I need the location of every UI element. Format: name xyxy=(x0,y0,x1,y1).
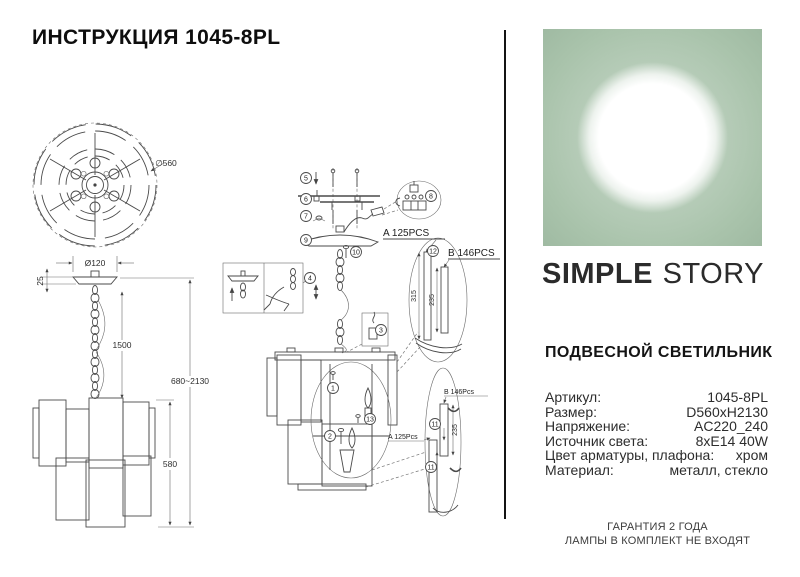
callout-11a: 11 xyxy=(429,418,441,430)
spec-row-material: Материал: металл, стекло xyxy=(545,463,768,478)
spec-row-article: Артикул: 1045-8PL xyxy=(545,390,768,405)
callout-4: 4 xyxy=(304,272,316,284)
spec-value: 1045-8PL xyxy=(707,389,768,405)
spec-label: Размер: xyxy=(545,403,598,420)
top-view-diameter-label: ∅560 xyxy=(155,158,177,168)
callout-7: 7 xyxy=(300,210,312,222)
divider-line xyxy=(504,30,506,519)
rod-b-length-label: 235 xyxy=(429,294,436,306)
callout-13: 13 xyxy=(364,413,376,425)
assembly-diagram: 315 235 A 125PCS B 146PCS B 146Pcs 235 xyxy=(222,168,500,517)
svg-text:11: 11 xyxy=(427,465,434,472)
assembly-chain xyxy=(335,249,349,354)
chain xyxy=(90,285,106,399)
lamp-body xyxy=(32,397,156,528)
spec-value: металл, стекло xyxy=(669,461,768,478)
svg-text:12: 12 xyxy=(429,249,437,256)
rod-b2-length-label: 235 xyxy=(452,424,459,436)
callout-6: 6 xyxy=(300,193,312,205)
callout-2: 2 xyxy=(324,430,336,442)
product-heading: ПОДВЕСНОЙ СВЕТИЛЬНИК xyxy=(545,344,773,361)
lamps-note: ЛАМПЫ В КОМПЛЕКТ НЕ ВХОДЯТ xyxy=(564,534,751,547)
spec-label: Артикул: xyxy=(545,389,602,405)
top-view-drawing: ∅560 xyxy=(32,122,177,248)
spec-row-size: Размер: D560xH2130 xyxy=(545,403,768,420)
footer-notes: ГАРАНТИЯ 2 ГОДА ЛАМПЫ В КОМПЛЕКТ НЕ ВХОД… xyxy=(530,521,785,548)
spec-label: Цвет арматуры, плафона: xyxy=(545,447,715,464)
callout-9: 9 xyxy=(300,234,312,246)
part-b-label: B 146PCS xyxy=(448,248,495,259)
total-height-label: 680~2130 xyxy=(171,376,209,386)
spec-row-light-source: Источник света: 8xE14 40W xyxy=(545,434,768,449)
svg-text:10: 10 xyxy=(352,250,360,257)
callout-10: 10 xyxy=(350,246,362,258)
svg-text:2: 2 xyxy=(328,434,332,441)
brand-name-light: STORY xyxy=(662,258,764,290)
part-b-small-label: B 146Pcs xyxy=(444,389,474,396)
callout-1: 1 xyxy=(327,382,339,394)
part-a-label: A 125PCS xyxy=(383,228,429,239)
brand-name-bold: SIMPLE xyxy=(542,258,653,290)
spec-value: AC220_240 xyxy=(694,418,768,435)
callout-11b: 11 xyxy=(425,461,437,473)
spec-label: Материал: xyxy=(545,461,614,478)
spec-value: 8xE14 40W xyxy=(695,432,768,449)
callout-8: 8 xyxy=(425,190,437,202)
chain-length-label: 1500 xyxy=(113,340,132,350)
spec-value: хром xyxy=(735,447,768,464)
svg-text:11: 11 xyxy=(431,422,438,429)
canopy-diameter-label: Ø120 xyxy=(85,258,106,268)
svg-text:8: 8 xyxy=(429,194,433,201)
svg-text:9: 9 xyxy=(304,238,308,245)
spec-value: D560xH2130 xyxy=(686,403,768,420)
spec-label: Напряжение: xyxy=(545,418,631,435)
svg-text:13: 13 xyxy=(366,417,374,424)
spec-row-voltage: Напряжение: AC220_240 xyxy=(545,419,768,434)
side-view-drawing: Ø120 25 xyxy=(32,256,214,528)
svg-text:3: 3 xyxy=(379,328,383,335)
spec-label: Источник света: xyxy=(545,432,649,449)
svg-text:7: 7 xyxy=(304,214,308,221)
svg-text:6: 6 xyxy=(304,197,308,204)
brand-name: SIMPLE STORY xyxy=(542,258,764,291)
page-title: ИНСТРУКЦИЯ 1045-8PL xyxy=(32,26,281,49)
svg-text:5: 5 xyxy=(304,176,308,183)
body-height-label: 580 xyxy=(163,459,177,469)
svg-text:4: 4 xyxy=(308,276,312,283)
callout-12: 12 xyxy=(427,245,439,257)
technical-drawings: ∅560 Ø120 25 xyxy=(32,122,500,528)
callout-3: 3 xyxy=(375,324,387,336)
callout-5: 5 xyxy=(300,172,312,184)
specs-table: Артикул: 1045-8PL Размер: D560xH2130 Нап… xyxy=(545,390,768,478)
canopy-height-label: 25 xyxy=(35,276,45,286)
brand-logo xyxy=(543,29,762,246)
warranty-note: ГАРАНТИЯ 2 ГОДА xyxy=(607,521,708,533)
spec-row-color: Цвет арматуры, плафона: хром xyxy=(545,448,768,463)
rod-a-length-label: 315 xyxy=(411,290,418,302)
svg-text:1: 1 xyxy=(331,386,335,393)
part-a-small-label: A 125Pcs xyxy=(388,434,418,441)
